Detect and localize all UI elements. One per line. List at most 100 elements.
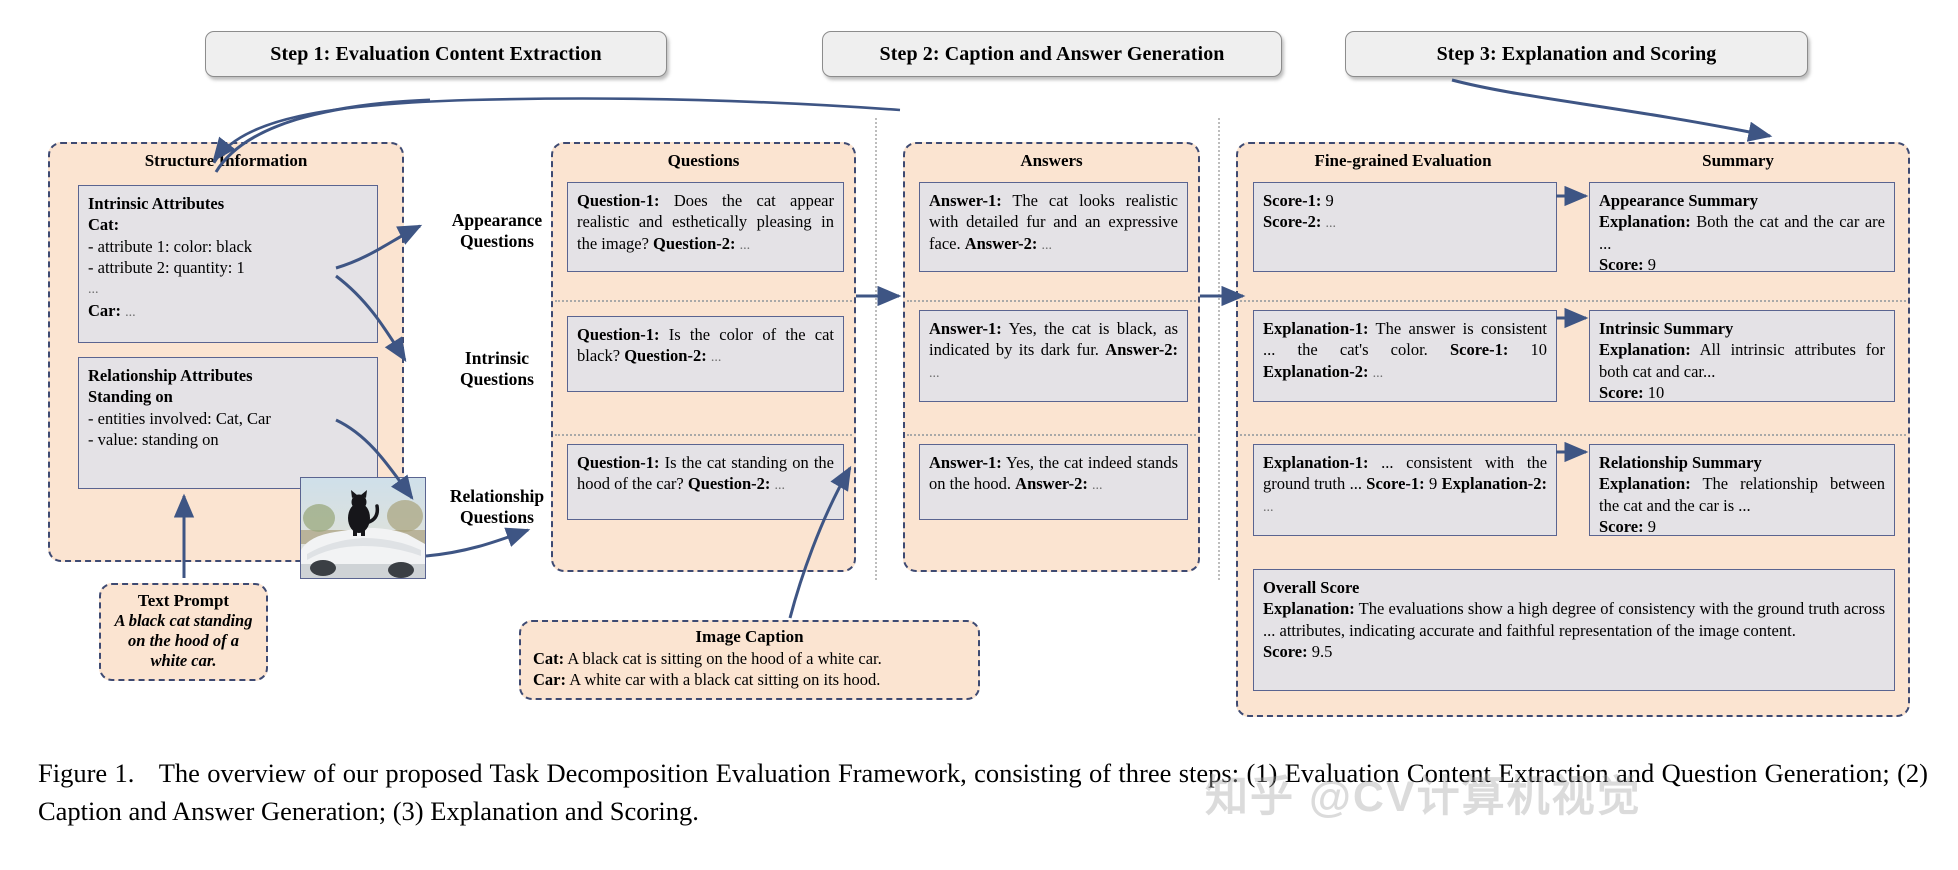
- answer-card-appearance: Answer-1: The cat looks realistic with d…: [919, 182, 1188, 272]
- image-caption-cat-label: Cat:: [533, 649, 565, 668]
- overall-score-heading: Overall Score: [1263, 578, 1360, 597]
- step-1-label: Step 1: Evaluation Content Extraction: [270, 42, 602, 65]
- image-caption-panel: Image Caption Cat: A black cat is sittin…: [519, 620, 980, 700]
- answer-2-label-appearance: Answer-2:: [964, 233, 1038, 253]
- text-prompt-line-3: white car.: [150, 651, 217, 671]
- relationship-attributes-card: Relationship Attributes Standing on - en…: [78, 357, 378, 489]
- answer-2-text-appearance: ...: [1041, 237, 1053, 253]
- intrinsic-ellipsis: ...: [88, 281, 99, 297]
- question-2-text-relationship: ...: [774, 478, 786, 494]
- step-3-label: Step 3: Explanation and Scoring: [1436, 42, 1717, 65]
- figure-caption-text: The overview of our proposed Task Decomp…: [38, 758, 1928, 826]
- image-caption-car-text: A white car with a black cat sitting on …: [569, 670, 881, 690]
- step-2-chip: Step 2: Caption and Answer Generation: [822, 31, 1282, 77]
- text-prompt-line-2: on the hood of a: [128, 631, 239, 651]
- answer-1-label-intrinsic: Answer-1:: [929, 319, 1002, 338]
- question-1-text-appearance: Does the cat appear realistic and esthet…: [577, 191, 835, 253]
- relationship-questions-label: Relationship Questions: [429, 486, 565, 527]
- figure-caption: Figure 1. The overview of our proposed T…: [38, 755, 1928, 830]
- overall-score-explanation-text: The evaluations show a high degree of co…: [1263, 599, 1885, 640]
- explanation-2-text-intrinsic: ...: [1372, 365, 1384, 381]
- answer-2-text-relationship: ...: [1092, 478, 1103, 494]
- answer-card-relationship: Answer-1: Yes, the cat indeed stands on …: [919, 444, 1188, 520]
- step-2-label: Step 2: Caption and Answer Generation: [879, 42, 1225, 65]
- question-2-label-appearance: Question-2:: [653, 233, 736, 253]
- intrinsic-summary-score-label: Score:: [1599, 383, 1644, 403]
- question-card-relationship: Question-1: Is the cat standing on the h…: [567, 444, 844, 520]
- appearance-questions-label-line1: Appearance: [451, 210, 543, 230]
- relationship-entities: - entities involved: Cat, Car: [88, 408, 271, 428]
- fine-grained-evaluation-title: Fine-grained Evaluation: [1314, 151, 1492, 170]
- figure-caption-prefix: Figure 1.: [38, 758, 135, 788]
- appearance-summary-score-value: 9: [1647, 255, 1656, 275]
- intrinsic-attribute-1: - attribute 1: color: black: [88, 236, 253, 256]
- answer-1-label-relationship: Answer-1:: [929, 453, 1002, 472]
- score-1-label-relationship: Score-1:: [1366, 474, 1425, 494]
- score-1-value-intrinsic: 10: [1530, 340, 1548, 360]
- explanation-scoring-panel: Fine-grained Evaluation Summary Score-1:…: [1236, 142, 1910, 717]
- answers-row-separator-2: [907, 434, 1196, 436]
- score-1-value-relationship: 9: [1428, 474, 1438, 494]
- step2-step3-separator: [1218, 118, 1220, 580]
- question-1-text-intrinsic: Is the color of the cat black?: [577, 325, 835, 366]
- score-2-label-appearance: Score-2:: [1263, 212, 1322, 232]
- relationship-questions-label-line2: Questions: [460, 506, 534, 527]
- image-caption-title: Image Caption: [695, 627, 804, 646]
- summary-card-intrinsic: Intrinsic Summary Explanation: All intri…: [1589, 310, 1895, 402]
- score-2-value-appearance: ...: [1325, 216, 1336, 232]
- appearance-questions-label-line2: Questions: [460, 230, 534, 251]
- explanation-1-text-intrinsic: The answer is consistent ... the cat's c…: [1263, 319, 1547, 360]
- question-card-appearance: Question-1: Does the cat appear realisti…: [567, 182, 844, 272]
- intrinsic-entity-car-value: ...: [125, 304, 136, 320]
- question-2-text-intrinsic: ...: [710, 350, 722, 366]
- score-1-label-appearance: Score-1:: [1263, 191, 1322, 210]
- evaluation-card-appearance: Score-1: 9 Score-2: ...: [1253, 182, 1557, 272]
- evaluation-row-separator-1: [1240, 300, 1906, 302]
- appearance-summary-explanation-label: Explanation:: [1599, 212, 1691, 232]
- relationship-summary-score-value: 9: [1647, 517, 1656, 537]
- image-caption-cat-text: A black cat is sitting on the hood of a …: [567, 649, 882, 668]
- overall-score-label: Score:: [1263, 642, 1308, 662]
- score-1-value-appearance: 9: [1325, 191, 1334, 210]
- reference-image-cat-on-car: [300, 477, 426, 579]
- intrinsic-questions-label-line1: Intrinsic: [464, 348, 530, 368]
- intrinsic-entity-cat: Cat:: [88, 215, 120, 235]
- answer-2-label-relationship: Answer-2:: [1015, 474, 1088, 494]
- intrinsic-entity-car: Car:: [88, 300, 121, 320]
- summary-card-appearance: Appearance Summary Explanation: Both the…: [1589, 182, 1895, 275]
- relationship-summary-explanation-label: Explanation:: [1599, 474, 1691, 494]
- question-2-text-appearance: ...: [739, 237, 751, 253]
- intrinsic-questions-label: Intrinsic Questions: [437, 348, 557, 389]
- summary-panel-title: Summary: [1702, 151, 1774, 170]
- question-1-label-intrinsic: Question-1:: [577, 325, 660, 344]
- relationship-summary-explanation-text: The relationship between the cat and the…: [1599, 474, 1886, 515]
- overall-score-value: 9.5: [1311, 642, 1333, 662]
- questions-panel-title: Questions: [667, 151, 740, 170]
- explanation-2-text-relationship: ...: [1263, 499, 1274, 515]
- relationship-summary-heading: Relationship Summary: [1599, 453, 1762, 472]
- question-1-label-relationship: Question-1:: [577, 453, 660, 472]
- question-1-text-relationship: Is the cat standing on the hood of the c…: [577, 453, 834, 494]
- relationship-name: Standing on: [88, 387, 173, 407]
- question-2-label-relationship: Question-2:: [687, 474, 771, 494]
- relationship-attributes-heading: Relationship Attributes: [88, 366, 253, 385]
- answer-2-text-intrinsic: ...: [929, 365, 940, 381]
- summary-card-relationship: Relationship Summary Explanation: The re…: [1589, 444, 1895, 536]
- evaluation-card-intrinsic: Explanation-1: The answer is consistent …: [1253, 310, 1557, 402]
- intrinsic-questions-label-line2: Questions: [460, 368, 534, 389]
- explanation-1-label-intrinsic: Explanation-1:: [1263, 319, 1369, 338]
- answers-panel: Answers Answer-1: The cat looks realisti…: [903, 142, 1200, 572]
- explanation-1-label-relationship: Explanation-1:: [1263, 453, 1369, 472]
- answer-1-text-relationship: Yes, the cat indeed stands on the hood.: [929, 453, 1178, 494]
- intrinsic-attribute-2: - attribute 2: quantity: 1: [88, 258, 245, 278]
- explanation-1-text-relationship: ... consistent with the ground truth ...: [1263, 453, 1548, 494]
- text-prompt-line-1: A black cat standing: [114, 611, 253, 630]
- answer-2-label-intrinsic: Answer-2:: [1105, 340, 1178, 360]
- answer-1-label-appearance: Answer-1:: [929, 191, 1002, 210]
- explanation-2-label-intrinsic: Explanation-2:: [1263, 361, 1369, 381]
- answer-1-text-intrinsic: Yes, the cat is black, as indicated by i…: [929, 319, 1178, 360]
- relationship-summary-score-label: Score:: [1599, 517, 1644, 537]
- questions-row-separator-1: [555, 300, 852, 302]
- text-prompt-title: Text Prompt: [137, 591, 230, 610]
